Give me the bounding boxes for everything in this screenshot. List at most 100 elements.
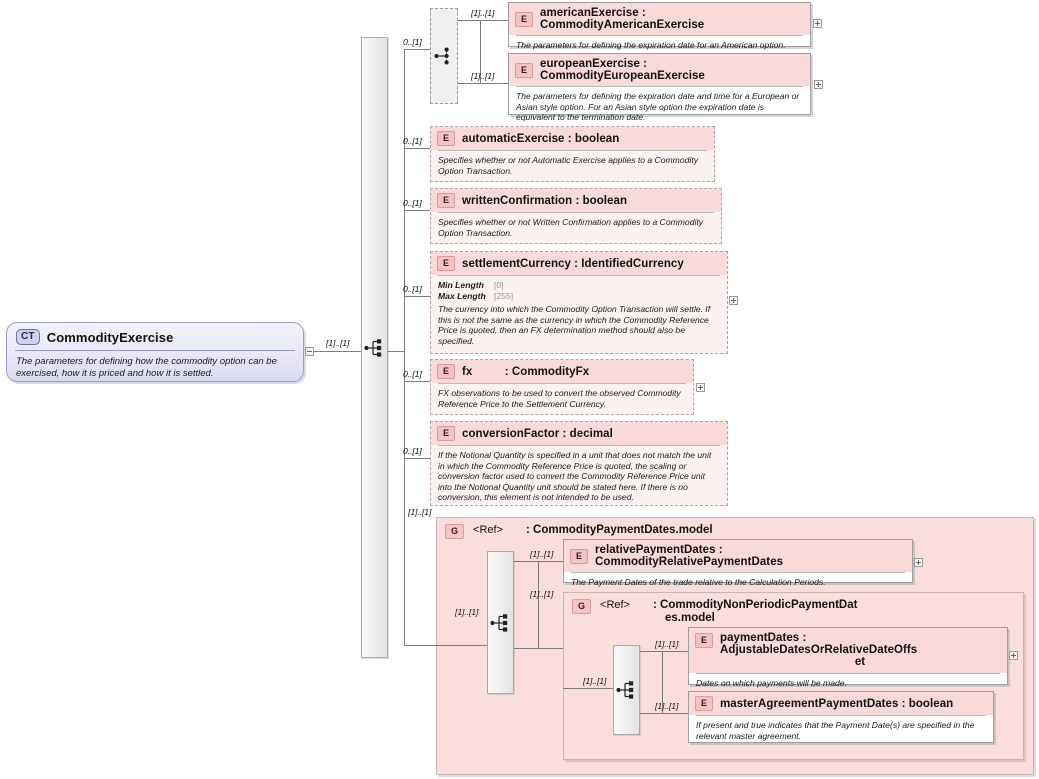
element-doc: The parameters for defining the expirati… xyxy=(516,91,800,123)
root-sequence-compositor[interactable] xyxy=(361,37,388,658)
element-badge: E xyxy=(695,633,714,648)
group-type-line1: : CommodityNonPeriodicPaymentDat xyxy=(652,599,858,611)
choice-icon xyxy=(434,47,449,65)
divider xyxy=(438,445,720,446)
root-collapse-toggle[interactable] xyxy=(305,347,314,356)
element-header: E masterAgreementPaymentDates : boolean xyxy=(689,692,993,715)
element-badge: E xyxy=(437,256,456,271)
cardinality-nested-group: [1]..[1] xyxy=(530,589,554,599)
element-box-settlement-currency[interactable]: E settlementCurrency : IdentifiedCurrenc… xyxy=(430,251,728,354)
expand-toggle-european-exercise[interactable] xyxy=(814,80,823,89)
divider xyxy=(516,35,803,36)
divider xyxy=(696,673,1000,674)
cardinality-fx: 0..[1] xyxy=(403,369,422,379)
expand-toggle-settlement-currency[interactable] xyxy=(729,296,738,305)
cardinality-payment-dates: [1]..[1] xyxy=(655,639,679,649)
connector-payment-sequence-in xyxy=(436,645,487,646)
element-name: relativePaymentDates : CommodityRelative… xyxy=(595,544,784,568)
cardinality-settlement-currency: 0..[1] xyxy=(403,284,422,294)
divider xyxy=(438,383,686,384)
cardinality-written-confirmation: 0..[1] xyxy=(403,198,422,208)
element-doc: If present and true indicates that the P… xyxy=(696,720,975,741)
divider xyxy=(696,715,986,716)
element-header: E relativePaymentDates : CommodityRelati… xyxy=(564,540,912,572)
expand-toggle-payment-dates[interactable] xyxy=(1009,651,1018,660)
element-box-conversion-factor[interactable]: E conversionFactor : decimal If the Noti… xyxy=(430,421,728,506)
element-name-wrap: paymentDates : AdjustableDatesOrRelative… xyxy=(720,632,1000,669)
connector-fx xyxy=(404,381,431,382)
connector-relative-payment-dates-in xyxy=(538,561,563,562)
element-badge: E xyxy=(570,548,589,564)
root-complextype-doc: The parameters for defining how the comm… xyxy=(16,356,277,379)
connector-american-in xyxy=(480,20,508,21)
element-badge: E xyxy=(515,62,534,78)
nonperiodic-sequence-compositor[interactable] xyxy=(613,645,640,735)
facet-list: Min Length [0] Max Length [255] xyxy=(431,276,727,302)
connector-written-confirmation xyxy=(404,210,431,211)
element-header: E settlementCurrency : IdentifiedCurrenc… xyxy=(431,252,727,275)
divider xyxy=(438,150,707,151)
connector-payment-dates xyxy=(640,651,663,652)
element-header: E conversionFactor : decimal xyxy=(431,422,727,445)
facet-row: Min Length [0] xyxy=(438,280,720,291)
connector-choice-european xyxy=(480,83,508,84)
element-name: americanExercise : CommodityAmericanExer… xyxy=(540,7,705,31)
exercise-choice-compositor[interactable] xyxy=(430,8,458,104)
root-complextype-box[interactable]: CT CommodityExercise The parameters for … xyxy=(6,322,304,382)
element-badge: E xyxy=(437,193,456,208)
element-box-european-exercise[interactable]: E europeanExercise : CommodityEuropeanEx… xyxy=(508,53,811,122)
cardinality-relative-payment-dates: [1]..[1] xyxy=(530,549,554,559)
facet-row: Max Length [255] xyxy=(438,291,720,302)
group-badge: G xyxy=(445,524,465,539)
element-box-automatic-exercise[interactable]: E automaticExercise : boolean Specifies … xyxy=(430,126,715,182)
expand-toggle-fx[interactable] xyxy=(696,383,705,392)
element-name: writtenConfirmation : boolean xyxy=(462,194,628,207)
element-name: fx : CommodityFx xyxy=(462,365,590,378)
payment-sequence-compositor[interactable] xyxy=(487,551,514,694)
element-box-fx[interactable]: E fx : CommodityFx FX observations to be… xyxy=(430,359,694,415)
element-box-master-agreement-payment-dates[interactable]: E masterAgreementPaymentDates : boolean … xyxy=(688,691,994,743)
group-header: G <Ref> : CommodityNonPeriodicPaymentDat… xyxy=(564,593,1023,625)
group-header: G <Ref> : CommodityPaymentDates.model xyxy=(437,518,1033,539)
root-complextype-name: CommodityExercise xyxy=(46,329,174,345)
connector-to-choice xyxy=(404,49,430,50)
connector-relative-payment-dates xyxy=(514,561,539,562)
cardinality-conversion-factor: 0..[1] xyxy=(403,446,422,456)
divider xyxy=(438,212,714,213)
element-name-line1: paymentDates : AdjustableDatesOrRelative… xyxy=(720,632,918,656)
element-name: europeanExercise : CommodityEuropeanExer… xyxy=(540,58,705,82)
sequence-spine xyxy=(404,49,405,645)
element-badge: E xyxy=(695,696,714,711)
payment-sequence-spine xyxy=(538,561,539,649)
group-badge: G xyxy=(572,599,592,614)
connector-root-to-sequence xyxy=(314,351,362,352)
element-header: E writtenConfirmation : boolean xyxy=(431,189,721,212)
element-doc: Specifies whether or not Written Confirm… xyxy=(438,217,704,238)
element-badge: E xyxy=(437,426,456,441)
complextype-badge: CT xyxy=(16,329,40,345)
connector-master-agreement xyxy=(640,713,688,714)
sequence-icon xyxy=(489,613,507,632)
element-header: E paymentDates : AdjustableDatesOrRelati… xyxy=(689,628,1007,673)
root-complextype-header: CT CommodityExercise xyxy=(7,323,303,350)
divider xyxy=(571,572,905,573)
expand-toggle-american-exercise[interactable] xyxy=(813,19,822,28)
cardinality-payment-group: [1]..[1] xyxy=(408,507,432,517)
group-ref-label: <Ref> xyxy=(473,524,503,536)
element-header: E automaticExercise : boolean xyxy=(431,127,714,150)
expand-toggle-relative-payment-dates[interactable] xyxy=(914,558,923,567)
nonperiodic-sequence-spine xyxy=(662,651,663,713)
element-badge: E xyxy=(515,11,534,27)
element-box-relative-payment-dates[interactable]: E relativePaymentDates : CommodityRelati… xyxy=(563,539,913,587)
element-badge: E xyxy=(437,131,456,146)
element-box-written-confirmation[interactable]: E writtenConfirmation : boolean Specifie… xyxy=(430,188,722,244)
element-doc: Specifies whether or not Automatic Exerc… xyxy=(438,155,698,176)
connector-settlement-currency xyxy=(404,296,431,297)
element-name: settlementCurrency : IdentifiedCurrency xyxy=(462,257,684,270)
cardinality-choice: 0..[1] xyxy=(403,37,422,47)
connector-nonperiodic-sequence-in xyxy=(563,688,613,689)
connector-payment-dates-in xyxy=(662,651,688,652)
element-box-payment-dates[interactable]: E paymentDates : AdjustableDatesOrRelati… xyxy=(688,627,1008,688)
element-box-american-exercise[interactable]: E americanExercise : CommodityAmericanEx… xyxy=(508,2,811,50)
